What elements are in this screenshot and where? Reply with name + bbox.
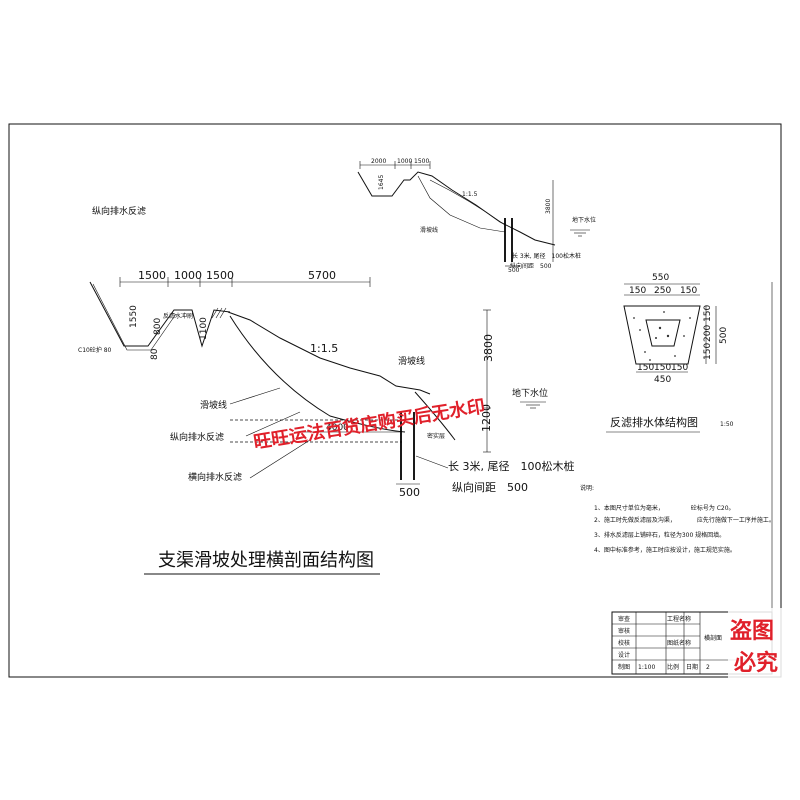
filter-dim-right-150b: 150 — [703, 343, 713, 360]
main-hatch — [211, 307, 227, 319]
upper-pile-spacing: 纵向间距 500 — [510, 262, 552, 270]
main-dim-800: 800 — [153, 318, 163, 335]
upper-section: 2000 1000 1500 1645 1:1.5 3800 500 地下水位 … — [357, 158, 596, 274]
main-water-label: 地下水位 — [512, 387, 548, 399]
main-dim-3800: 3800 — [482, 334, 495, 362]
upper-water-label: 地下水位 — [572, 216, 596, 224]
tb-center: 横剖面 — [704, 634, 722, 642]
main-trans-drain-label: 横向排水反滤 — [188, 471, 242, 483]
upper-dim-3800: 3800 — [545, 199, 552, 214]
filter-gravel-dots — [633, 311, 691, 361]
main-dim-5700: 5700 — [308, 269, 336, 282]
main-slip-left-label: 滑坡线 — [200, 399, 227, 411]
main-fill-label: 反滤水冲刷 — [163, 312, 193, 320]
main-slope-lower — [414, 391, 456, 441]
filter-trench — [623, 305, 701, 365]
main-dim-1200: 1200 — [480, 404, 493, 432]
filter-dim-500: 500 — [719, 327, 729, 344]
upper-left-dim: 1645 — [378, 175, 385, 190]
note-4: 4、图中标准参考，施工时应按设计，施工规范实施。 — [594, 546, 736, 554]
leader-long — [245, 411, 301, 437]
upper-slope-ratio: 1:1.5 — [462, 191, 478, 198]
filter-core — [645, 319, 681, 347]
tb-mid-3: 图纸名称 — [667, 639, 691, 647]
main-slope-ratio: 1:1.5 — [310, 342, 338, 355]
filter-dim-250: 250 — [654, 286, 671, 296]
main-slip-curve — [229, 315, 406, 433]
tb-mid-1: 工程名称 — [667, 615, 691, 623]
filter-dim-right-150a: 150 — [703, 305, 713, 322]
filter-dim-450: 450 — [654, 375, 671, 385]
main-section: 1500 1000 1500 5700 1550 800 80 1100 C10… — [78, 269, 574, 499]
main-dim-500: 500 — [399, 486, 420, 499]
main-pile-spacing: 纵向间距 500 — [452, 480, 528, 494]
upper-dim-2000: 2000 — [371, 158, 386, 165]
upper-dim-1000: 1000 — [397, 158, 412, 165]
main-dim-1100: 1100 — [199, 317, 209, 340]
main-dim-1500a: 1500 — [138, 269, 166, 282]
watermark-corner-2: 必究 — [734, 650, 778, 676]
tb-mid-5: 比例 — [667, 663, 679, 671]
note-3: 3、排水反滤层上铺碎石，粒径为300 规格回填。 — [594, 531, 725, 539]
filter-dim-550: 550 — [652, 273, 669, 283]
note-1: 1、本图尺寸单位为毫米， 砼标号为 C20。 — [594, 504, 735, 512]
main-dim-4000: 4000 — [326, 423, 349, 433]
tb-row-4: 设计 — [618, 651, 630, 659]
filter-dim-b150c: 150 — [671, 363, 688, 373]
tb-row-1: 审查 — [618, 615, 630, 623]
leader-trans — [249, 439, 311, 479]
filter-title: 反滤排水体结构图 — [610, 415, 698, 429]
main-c10-label: C10砼护 80 — [78, 346, 112, 354]
watermark-center: 旺旺运法百货店购买后无水印 — [252, 395, 487, 453]
main-ditch-lining — [92, 283, 177, 351]
main-dim-1000: 1000 — [174, 269, 202, 282]
tb-bottom-mid: 日期 — [686, 663, 698, 671]
tb-row-2: 审核 — [618, 627, 630, 635]
upper-slip-curve — [429, 179, 506, 226]
tb-bottom-right: 2 — [706, 664, 710, 671]
leader-slip-left — [229, 387, 281, 405]
filter-detail: 550 150 250 150 150 200 150 500 150 150 … — [606, 273, 734, 433]
upper-pile-note: 长 3米, 尾径 100松木桩 — [512, 252, 581, 260]
watermark-corner-1: 盗图 — [730, 618, 774, 644]
main-slip-right-label: 滑坡线 — [398, 355, 425, 367]
watermark-corner: 盗图 必究 — [728, 608, 784, 680]
filter-dim-150a: 150 — [629, 286, 646, 296]
upper-dim-1500: 1500 — [414, 158, 429, 165]
main-long-drain-label: 纵向排水反滤 — [170, 431, 224, 443]
tb-row-3: 校核 — [618, 639, 630, 647]
upper-dim-500: 500 — [508, 267, 520, 274]
main-dim-1500b: 1500 — [206, 269, 234, 282]
tb-row-5: 制图 — [618, 663, 630, 671]
upper-slope-curve — [417, 175, 506, 233]
notes-heading: 说明: — [580, 484, 594, 492]
note-2: 2、施工时先做反滤层及沟渠， 应先行施做下一工序并施工。 — [594, 516, 775, 524]
main-ditch-profile — [89, 281, 231, 348]
upper-slip-label: 滑坡线 — [420, 226, 438, 234]
leader-pile — [415, 455, 449, 469]
notes: 说明: 1、本图尺寸单位为毫米， 砼标号为 C20。 2、施工时先做反滤层及沟渠… — [580, 484, 775, 554]
main-slope-surface — [227, 311, 431, 395]
main-dim-1550: 1550 — [129, 305, 139, 328]
filter-dim-right-200: 200 — [703, 325, 713, 342]
filter-scale: 1:50 — [720, 421, 734, 428]
tb-bottom-left: 1:100 — [638, 664, 655, 671]
filter-dim-150b: 150 — [680, 286, 697, 296]
filter-dim-b150a: 150 — [637, 363, 654, 373]
main-pile-note: 长 3米, 尾径 100松木桩 — [448, 459, 574, 473]
upper-left-label: 纵向排水反滤 — [92, 205, 146, 217]
main-dim-80: 80 — [150, 348, 160, 360]
main-dense-label: 密实层 — [427, 432, 445, 440]
sheet-title: 支渠滑坡处理横剖面结构图 — [158, 550, 374, 571]
filter-dim-b150b: 150 — [654, 363, 671, 373]
sheet-frame — [8, 123, 782, 678]
upper-ditch-profile — [357, 171, 556, 246]
